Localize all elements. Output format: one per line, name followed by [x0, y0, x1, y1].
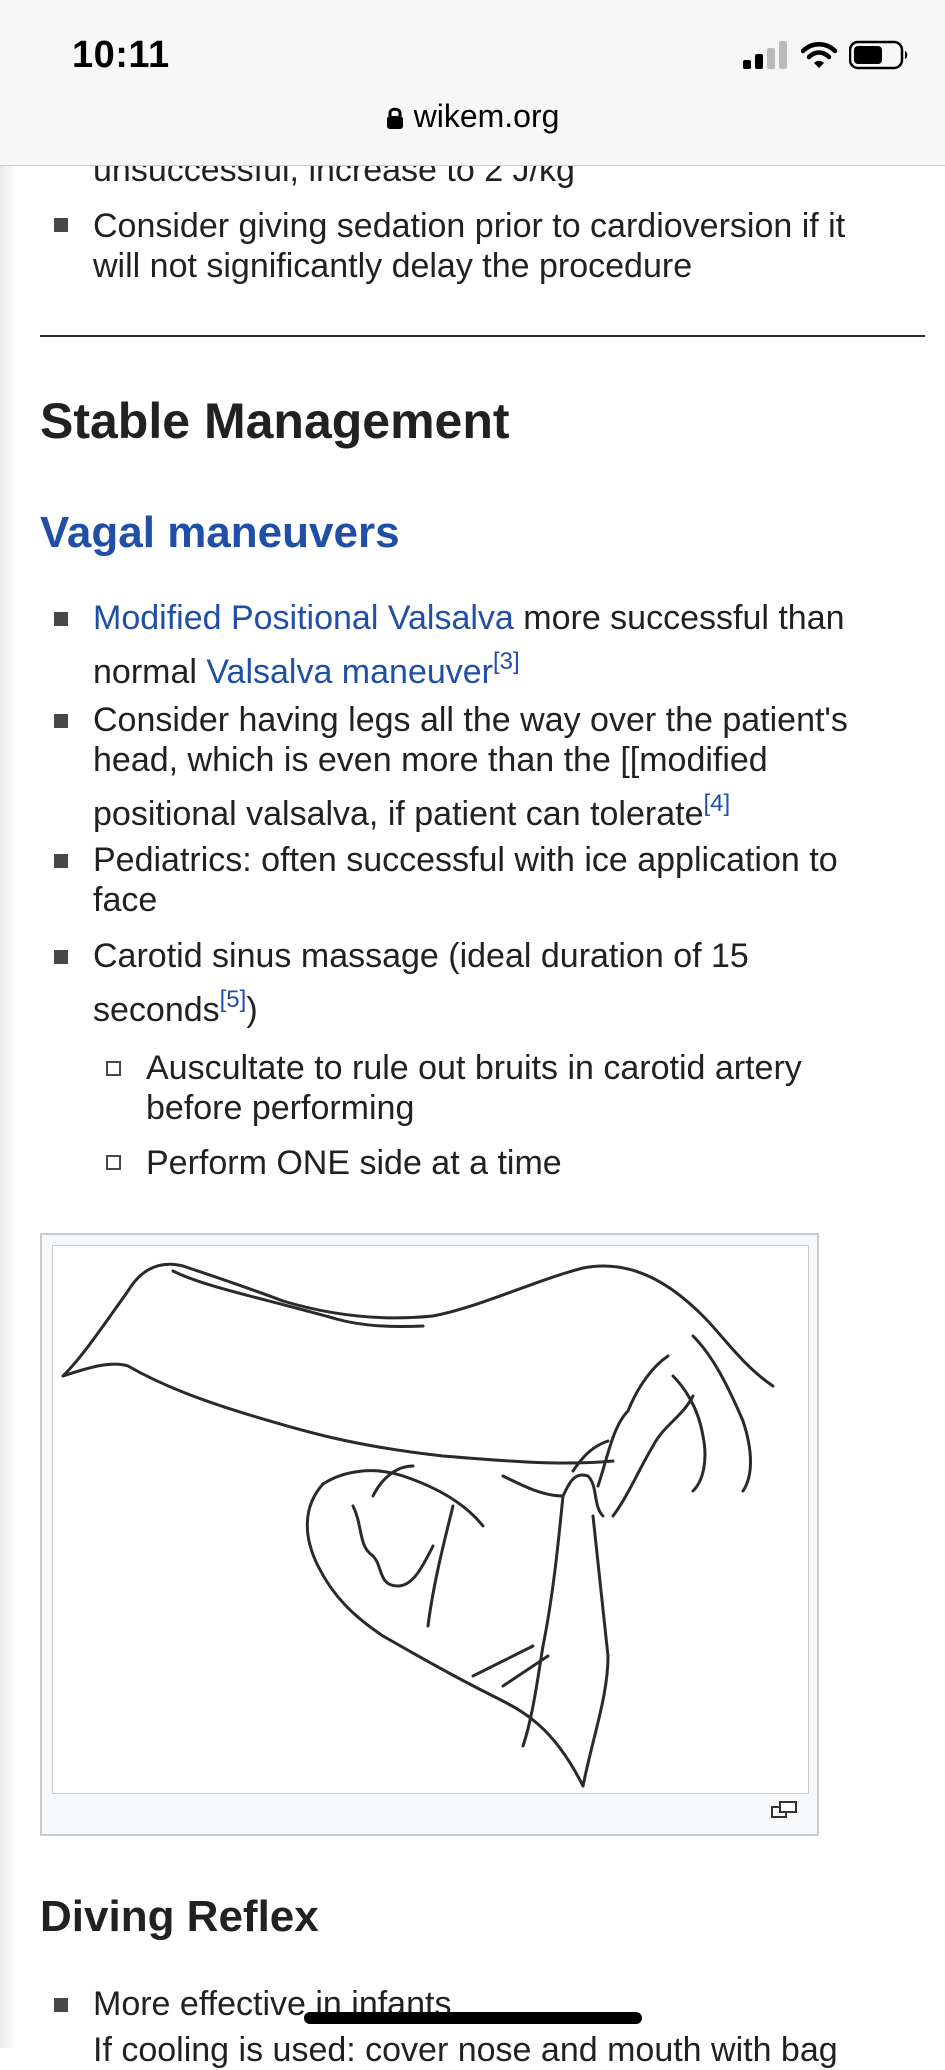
sedation-text-line-2: will not significantly delay the procedu… — [93, 247, 693, 285]
sub-bullet-marker — [106, 1061, 121, 1076]
bullet-1-prefix: normal — [93, 653, 207, 691]
browser-header: 10:11 wikem.org — [0, 0, 945, 166]
figure-thumbnail[interactable] — [40, 1233, 819, 1836]
bullet-1-text: more successful than — [513, 599, 845, 637]
sub-bullet-1-line-1: Auscultate to rule out bruits in carotid… — [146, 1049, 802, 1087]
bullet-2-text: positional valsalva, if patient can tole… — [93, 795, 704, 833]
bullet-2-line-1: Consider having legs all the way over th… — [93, 701, 848, 739]
sub-bullet-2-line-1: Perform ONE side at a time — [146, 1144, 562, 1182]
valsalva-illustration — [61, 1262, 775, 1788]
bullet-marker — [54, 714, 68, 728]
signal-icon — [743, 41, 787, 69]
bullet-4-line-1: Carotid sinus massage (ideal duration of… — [93, 937, 749, 975]
sedation-text-line-1: Consider giving sedation prior to cardio… — [93, 207, 846, 245]
bullet-4-text: seconds — [93, 991, 220, 1029]
reference-3-link[interactable]: [3] — [493, 648, 520, 675]
bullet-2-line-3: positional valsalva, if patient can tole… — [93, 784, 730, 834]
sub-bullet-marker — [106, 1155, 121, 1170]
bullet-1-line-1: Modified Positional Valsalva more succes… — [93, 598, 845, 638]
reference-5-link[interactable]: [5] — [219, 986, 247, 1013]
bullet-4-close: ) — [246, 991, 258, 1029]
system-icons — [743, 40, 909, 70]
sub-bullet-1-line-2: before performing — [146, 1089, 415, 1127]
home-indicator[interactable] — [304, 2012, 642, 2024]
address-bar[interactable]: wikem.org — [0, 98, 945, 138]
bullet-1-line-2: normal Valsalva maneuver[3] — [93, 642, 520, 692]
bullet-4-line-2: seconds[5]) — [93, 980, 258, 1030]
bullet-3-line-1: Pediatrics: often successful with ice ap… — [93, 841, 838, 879]
bullet-2-line-2: head, which is even more than the [[modi… — [93, 741, 768, 779]
enlarge-icon[interactable] — [771, 1801, 797, 1824]
diving-next-partial-line: If cooling is used: cover nose and mouth… — [93, 2031, 838, 2069]
diving-reflex-heading: Diving Reflex — [40, 1892, 319, 1941]
valsalva-maneuver-link[interactable]: Valsalva maneuver — [206, 653, 494, 691]
modified-positional-valsalva-link[interactable]: Modified Positional Valsalva — [93, 599, 514, 637]
battery-icon — [849, 40, 908, 70]
bullet-3-line-2: face — [93, 881, 158, 919]
bullet-marker — [54, 1998, 68, 2012]
section-heading: Stable Management — [40, 393, 510, 449]
bullet-marker — [54, 612, 68, 626]
wifi-icon — [801, 42, 837, 68]
bullet-marker — [54, 950, 68, 964]
subsection-heading[interactable]: Vagal maneuvers — [40, 508, 400, 557]
url-text[interactable]: wikem.org — [413, 98, 560, 134]
page-edge-shadow — [0, 165, 16, 2048]
figure-image[interactable] — [52, 1245, 809, 1794]
bullet-marker — [54, 218, 68, 232]
lock-icon — [386, 101, 404, 138]
status-time: 10:11 — [72, 34, 170, 76]
bullet-marker — [54, 854, 68, 868]
section-divider — [40, 335, 925, 337]
reference-4-link[interactable]: [4] — [703, 790, 731, 817]
